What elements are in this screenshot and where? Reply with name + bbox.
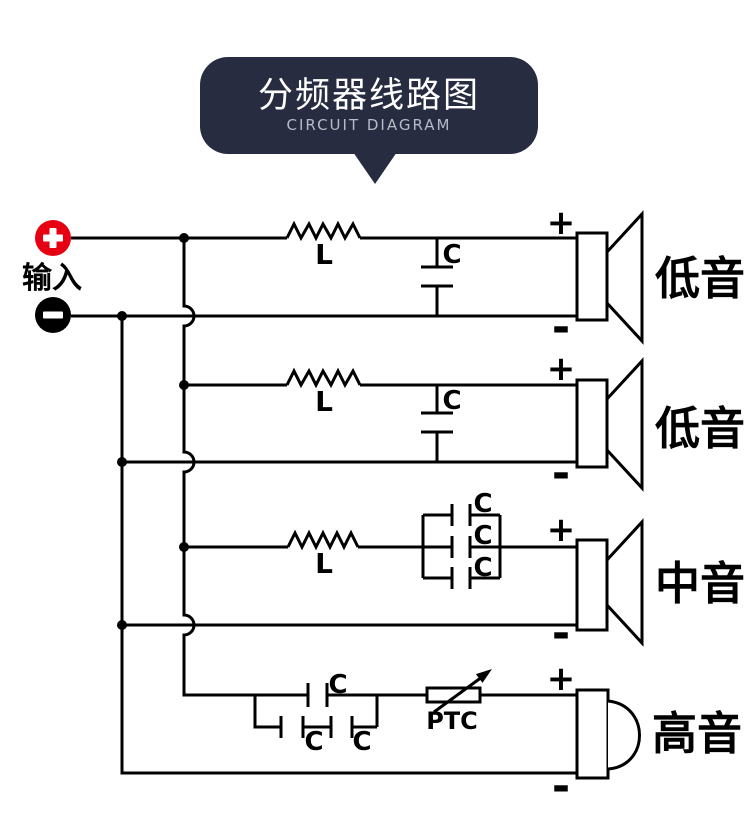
speaker-minus-label: - — [552, 608, 570, 659]
input-label: 输入 — [22, 261, 82, 296]
capacitor-label: C — [328, 670, 347, 700]
speaker-box — [575, 378, 609, 469]
plus-icon — [49, 228, 57, 248]
speaker-plus-label: + — [547, 203, 576, 243]
capacitor-label: C — [352, 727, 371, 757]
capacitor-label: C — [442, 240, 461, 270]
junction-dot — [117, 311, 127, 321]
speaker-name: 低音 — [655, 252, 745, 305]
inductor-symbol — [286, 529, 360, 551]
inductor-label: L — [315, 238, 333, 271]
capacitor-label: C — [304, 727, 323, 757]
speaker-name: 低音 — [655, 402, 745, 455]
speaker-cone — [605, 210, 644, 345]
branch-woofer-2: L C + - 低音 — [122, 349, 745, 499]
speaker-box — [575, 538, 609, 632]
speaker-name: 中音 — [655, 557, 745, 610]
negative-bus — [120, 316, 577, 775]
capacitor-label: C — [442, 386, 461, 416]
inductor-symbol — [285, 367, 362, 389]
inductor-symbol — [285, 220, 362, 242]
inductor-label: L — [315, 385, 333, 418]
speaker-minus-label: - — [552, 448, 570, 499]
junction-dot — [179, 542, 189, 552]
ptc-arrowhead — [475, 669, 492, 683]
capacitor-label: C — [473, 553, 492, 583]
title-banner: 分频器线路图 CIRCUIT DIAGRAM — [200, 57, 538, 154]
speaker-minus-label: - — [552, 761, 570, 812]
capacitor-symbol — [421, 238, 453, 316]
banner-tail-pointer — [353, 152, 397, 184]
speaker-name: 高音 — [652, 707, 742, 760]
junction-dot — [117, 457, 127, 467]
capacitor-symbol — [306, 683, 329, 707]
input-terminals: 输入 — [22, 220, 82, 333]
speaker-plus-label: + — [547, 349, 576, 389]
junction-dots — [117, 233, 189, 630]
speaker-plus-label: + — [547, 510, 576, 550]
ptc-arrow — [433, 675, 483, 714]
capacitor-label: C — [473, 489, 492, 519]
wire — [122, 545, 577, 627]
tweeter-dome — [607, 699, 641, 771]
speaker-plus-label: + — [547, 659, 576, 699]
junction-dot — [179, 233, 189, 243]
capacitor-label: C — [473, 521, 492, 551]
page-subtitle: CIRCUIT DIAGRAM — [286, 115, 452, 134]
speaker-box — [575, 231, 609, 322]
branch-midrange: L C C C + - 中音 — [122, 489, 745, 659]
ptc-label: PTC — [426, 707, 478, 735]
ptc-resistor-symbol — [425, 686, 482, 704]
wire — [122, 383, 577, 464]
series-capacitor-pair-symbol — [253, 695, 379, 738]
speaker-cone — [605, 518, 644, 647]
branch-tweeter: C C C PTC + - 高音 — [253, 659, 742, 812]
junction-dot — [117, 620, 127, 630]
junction-dot — [179, 380, 189, 390]
capacitor-symbol — [421, 385, 453, 462]
speaker-box — [575, 688, 610, 780]
speaker-minus-label: - — [552, 302, 570, 353]
capacitor-bank-symbol — [421, 504, 502, 589]
speaker-cone — [605, 357, 644, 492]
minus-icon — [43, 311, 63, 319]
inductor-label: L — [315, 547, 333, 580]
page-title: 分频器线路图 — [257, 75, 480, 116]
branch-woofer-1: L C + - 低音 — [71, 203, 745, 353]
